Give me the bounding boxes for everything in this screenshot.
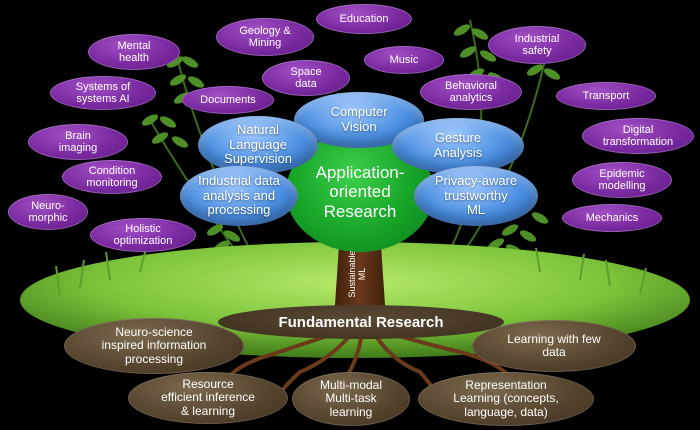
- education-node: Education: [316, 4, 412, 34]
- music-node: Music: [364, 46, 444, 74]
- industrial-data-node: Industrial data analysis and processing: [180, 166, 298, 226]
- tree-trunk: [334, 230, 386, 320]
- gesture-analysis-node: Gesture Analysis: [392, 118, 524, 174]
- brain-imaging-node: Brain imaging: [28, 124, 128, 160]
- fundamental-research: Fundamental Research: [218, 305, 504, 339]
- documents-node: Documents: [182, 86, 274, 114]
- behavioral-analytics-node: Behavioral analytics: [420, 74, 522, 110]
- mental-health-node: Mental health: [88, 34, 180, 70]
- geology-mining-node: Geology & Mining: [216, 18, 314, 56]
- systems-ai-node: Systems of systems AI: [50, 76, 156, 110]
- representation-learning-node: Representation Learning (concepts, langu…: [418, 372, 594, 426]
- resource-efficient-node: Resource efficient inference & learning: [128, 372, 288, 424]
- transport-node: Transport: [556, 82, 656, 110]
- condition-monitoring-node: Condition monitoring: [62, 160, 162, 194]
- multimodal-node: Multi-modal Multi-task learning: [292, 372, 410, 426]
- neuromorphic-node: Neuro- morphic: [8, 194, 88, 230]
- holistic-optimization-node: Holistic optimization: [90, 218, 196, 252]
- left-leaves: [141, 56, 249, 258]
- industrial-safety-node: Industrial safety: [488, 26, 586, 64]
- digital-transformation-node: Digital transformation: [582, 118, 694, 154]
- space-data-node: Space data: [262, 60, 350, 96]
- sustainable-ml-label: Sustainable ML: [347, 250, 367, 298]
- nlp-node: Natural Language Supervision: [198, 116, 318, 174]
- neuroscience-node: Neuro-science inspired information proce…: [64, 318, 244, 374]
- grass-blades: [55, 247, 647, 296]
- epidemic-modelling-node: Epidemic modelling: [572, 162, 672, 198]
- mechanics-node: Mechanics: [562, 204, 662, 232]
- few-data-node: Learning with few data: [472, 320, 636, 372]
- privacy-aware-node: Privacy-aware trustworthy ML: [414, 166, 538, 226]
